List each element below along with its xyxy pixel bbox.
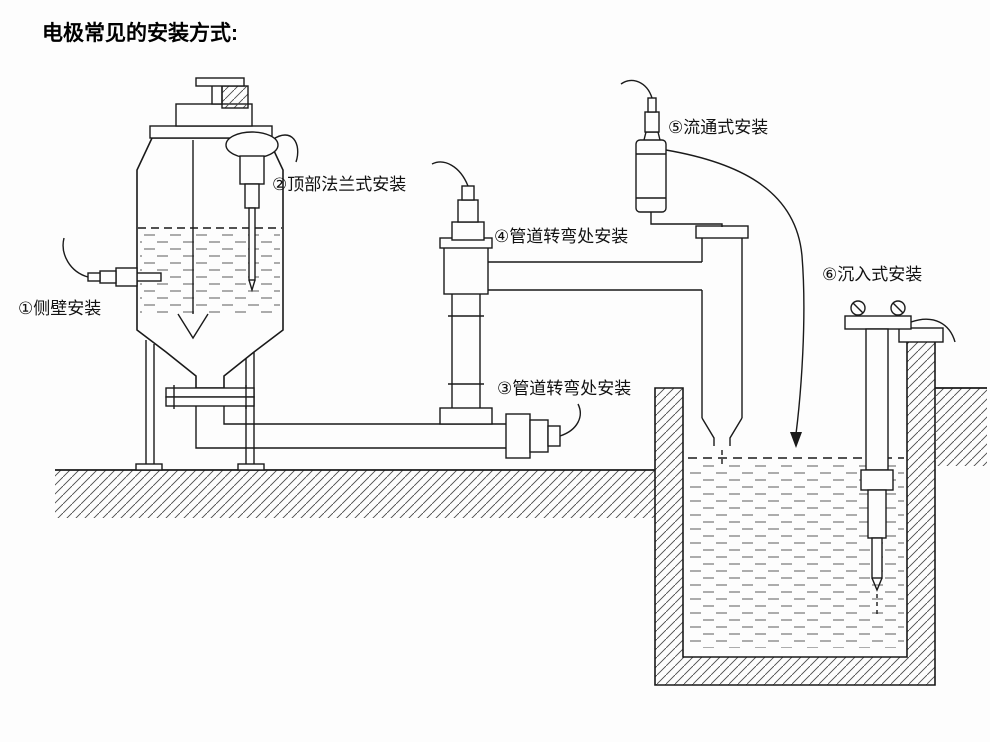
ground-left: [55, 469, 655, 518]
electrode-3-cable: [559, 403, 581, 437]
electrode-6-cable: [910, 318, 956, 343]
outlet-flange: [165, 387, 255, 398]
stirrer-impeller: [177, 313, 209, 340]
electrode-1-cable: [62, 237, 89, 278]
electrode-4-pipe-bend: [431, 161, 485, 241]
hose-arrowhead: [790, 432, 802, 448]
label-side-wall-install: ①侧壁安装: [18, 299, 101, 318]
label-pipe-bend-install-3: ③管道转弯处安装: [497, 379, 631, 398]
flow-cell: [620, 79, 723, 227]
motor-block: [221, 85, 249, 109]
tank-leg-left: [145, 340, 155, 464]
label-pipe-bend-install-4: ④管道转弯处安装: [494, 227, 628, 246]
electrode-1-side-wall: [62, 237, 162, 287]
tee-down-pipe: [695, 225, 749, 468]
electrode-5-cable: [620, 79, 653, 99]
label-top-flange-install: ②顶部法兰式安装: [272, 175, 406, 194]
label-flow-through-install: ⑤流通式安装: [668, 118, 768, 137]
drain-pipe: [195, 406, 508, 449]
electrode-4-cable: [431, 161, 469, 187]
tank-leg-right: [245, 352, 255, 464]
electrode-3-pipe-bend: [505, 403, 581, 459]
tank-liquid: [140, 233, 280, 317]
riser-pipe: [439, 237, 493, 408]
labels: 电极常见的安装方式: ①侧壁安装 ②顶部法兰式安装 ③管道转弯处安装 ④管道转弯…: [18, 21, 922, 398]
ground-right: [935, 387, 987, 466]
flow-cell-inlet-tube: [650, 212, 723, 227]
outlet-hose: [665, 149, 805, 448]
electrode-2-top-flange: [225, 131, 299, 293]
label-immersion-install: ⑥沉入式安装: [822, 265, 922, 284]
page-title: 电极常见的安装方式:: [42, 21, 238, 45]
electrode-6-immersion: [844, 300, 956, 616]
electrode-2-cable: [271, 134, 299, 163]
transfer-pipe: [488, 261, 702, 291]
